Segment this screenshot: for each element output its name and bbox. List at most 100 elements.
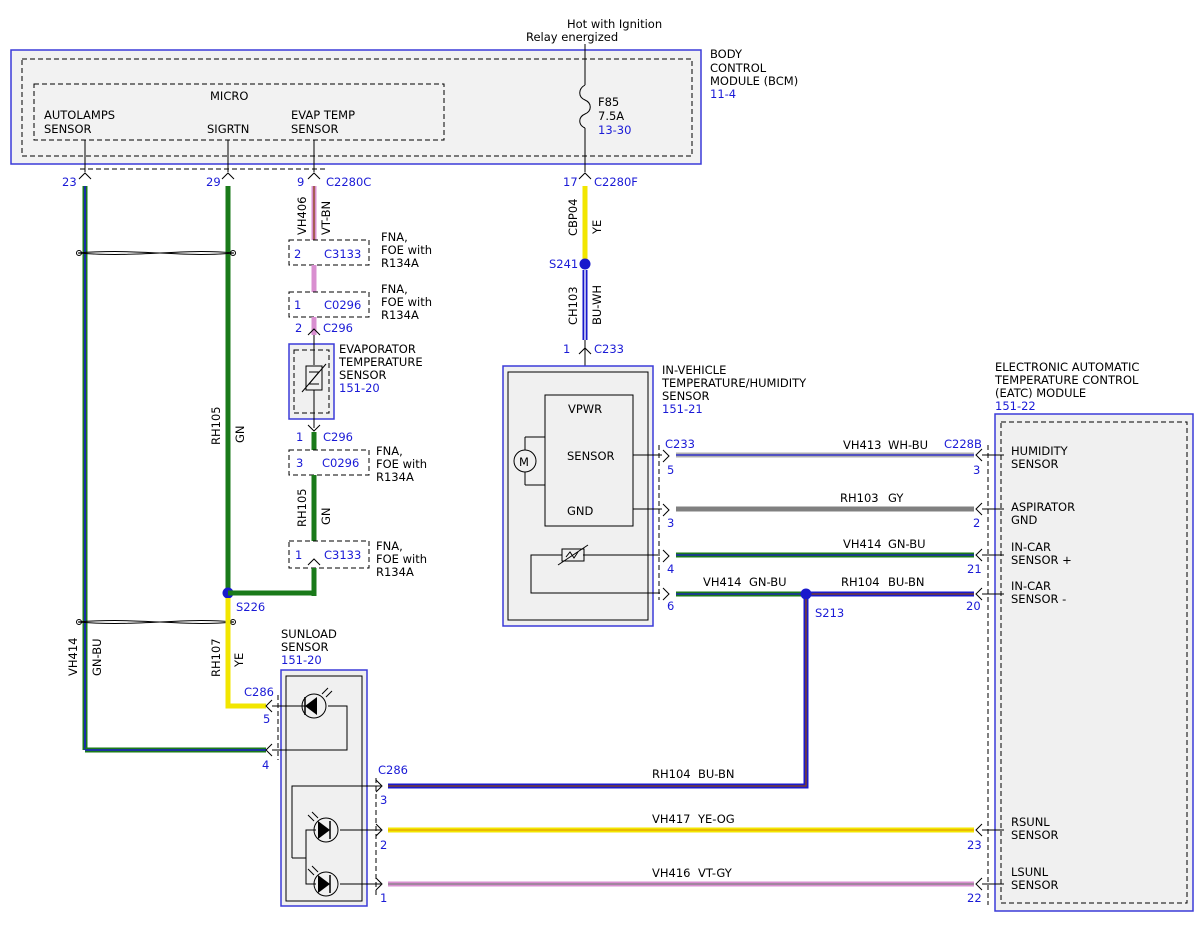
c3133-bot-id: C3133	[324, 548, 361, 562]
eatc-name-line1: ELECTRONIC AUTOMATIC	[995, 360, 1139, 374]
eatc-incar-minus-line2: SENSOR -	[1011, 592, 1066, 606]
wire-rh105-color: GN	[233, 425, 247, 443]
twisted-pair-marker-bottom	[76, 619, 236, 625]
c0296-bot-note1: FNA,	[376, 444, 403, 458]
sunload-pin-2: 2	[380, 838, 387, 852]
micro-label: MICRO	[210, 89, 248, 103]
inline-c3133-bottom	[288, 540, 370, 569]
wire-vh414-left	[82, 186, 266, 753]
ivth-pin-3: 3	[667, 516, 674, 530]
fuse-name: F85	[598, 95, 619, 109]
wire-rh105b-color: GN	[319, 507, 333, 525]
autolamps-label-line1: AUTOLAMPS	[44, 108, 115, 122]
eatc-module-box	[994, 413, 1194, 912]
wire-vh413-color: WH-BU	[888, 438, 928, 452]
ivth-vpwr: VPWR	[568, 402, 602, 416]
wire-vh414-left-color: GN-BU	[90, 638, 104, 676]
sunload-name-line1: SUNLOAD	[281, 627, 337, 641]
eatc-lsunl-line1: LSUNL	[1011, 865, 1049, 879]
bcm-ref: 11-4	[710, 87, 736, 101]
photodiode-lower2-icon	[307, 865, 339, 897]
inline-c3133-top	[288, 239, 370, 266]
pin-arrow-icon	[307, 172, 321, 180]
sunload-sensor-box	[280, 669, 368, 907]
wire-rh104-b-color: BU-BN	[698, 767, 735, 781]
wire-vh417-label: VH417	[652, 812, 690, 826]
c0296-bot-id: C0296	[322, 456, 359, 470]
c3133-top-note2: FOE with	[381, 243, 432, 257]
c3133-bot-note3: R134A	[376, 565, 414, 579]
bcm-conn-c2280f: C2280F	[594, 175, 638, 189]
sunload-pin-5: 5	[263, 712, 270, 726]
pin-arrow-icon	[221, 172, 235, 180]
thermistor-icon	[301, 363, 327, 393]
eatc-pin-22: 22	[967, 891, 982, 905]
c3133-top-pin: 2	[294, 247, 301, 261]
ivth-inner-box	[544, 394, 634, 527]
ivth-name-line3: SENSOR	[662, 389, 710, 403]
autolamps-label-line2: SENSOR	[44, 122, 92, 136]
evap-name-line1: EVAPORATOR	[339, 342, 416, 356]
wire-rh103-label: RH103	[840, 491, 879, 505]
splice-s226-label: S226	[236, 600, 265, 614]
bcm-pin-17: 17	[563, 175, 578, 189]
pin-arrow-icon	[307, 424, 321, 432]
pin-arrow-icon	[78, 172, 92, 180]
wire-vh414-left-label: VH414	[66, 638, 80, 676]
wire-vh416-label: VH416	[652, 866, 690, 880]
twisted-pair-marker-top	[76, 250, 236, 256]
splice-s213-label: S213	[815, 606, 844, 620]
eatc-humidity-line2: SENSOR	[1011, 457, 1059, 471]
sunload-pin-1: 1	[380, 891, 387, 905]
wire-rh103-color: GY	[888, 491, 904, 505]
bcm-name-line2: CONTROL	[710, 61, 767, 75]
ivth-pin-4: 4	[667, 562, 674, 576]
c3133-bot-note2: FOE with	[376, 552, 427, 566]
eatc-pin-2: 2	[973, 516, 980, 530]
fuse-rating: 7.5A	[598, 109, 624, 123]
bcm-pin-29: 29	[206, 175, 221, 189]
bcm-conn-c2280c: C2280C	[326, 175, 371, 189]
c3133-bot-note1: FNA,	[376, 539, 403, 553]
evap-bot-conn: C296	[323, 430, 353, 444]
photodiode-lower1-icon	[307, 811, 339, 843]
wire-vh414-s-color: GN-BU	[749, 575, 787, 589]
c0296-top-note2: FOE with	[381, 295, 432, 309]
c3133-top-id: C3133	[324, 247, 361, 261]
bcm-pin-arrows	[78, 172, 592, 180]
wire-rh105b-label: RH105	[295, 488, 309, 527]
c3133-top-note3: R134A	[381, 256, 419, 270]
eatc-conn: C228B	[944, 437, 982, 451]
ivth-name-line1: IN-VEHICLE	[662, 363, 726, 377]
motor-icon	[513, 436, 545, 486]
wire-vh416-color: VT-GY	[698, 866, 733, 880]
evap-name-line3: SENSOR	[339, 368, 387, 382]
eatc-pin-23: 23	[967, 838, 982, 852]
c0296-bot-pin: 3	[296, 456, 303, 470]
evap-top-conn: C296	[323, 321, 353, 335]
eatc-incar-plus-line1: IN-CAR	[1011, 540, 1051, 554]
wire-rh107-label: RH107	[209, 638, 223, 677]
wire-rh105-label: RH105	[209, 406, 223, 445]
c0296-top-pin: 1	[294, 298, 301, 312]
c0296-top-id: C0296	[324, 298, 361, 312]
wire-cbp04-color: YE	[590, 220, 604, 235]
ivth-sensor: SENSOR	[567, 449, 615, 463]
fuse-f85-icon	[579, 84, 591, 129]
splice-s213	[800, 588, 812, 600]
eatc-aspirator-line2: GND	[1011, 513, 1038, 527]
eatc-name-line3: (EATC) MODULE	[995, 386, 1086, 400]
wire-vh406-label: VH406	[295, 197, 309, 235]
ivth-top-pin: 1	[563, 342, 570, 356]
ivth-gnd: GND	[567, 504, 594, 518]
eatc-lsunl-line2: SENSOR	[1011, 878, 1059, 892]
eatc-pin-21: 21	[967, 562, 982, 576]
sigrtn-label: SIGRTN	[207, 122, 249, 136]
wire-rh107	[225, 598, 266, 709]
wire-cbp04-label: CBP04	[566, 199, 580, 237]
c0296-top-note1: FNA,	[381, 282, 408, 296]
photodiode-upper-icon	[301, 687, 333, 719]
sunload-upper-circuit	[265, 699, 348, 757]
eatc-pin-20: 20	[966, 599, 981, 613]
ivth-sensor-box	[502, 365, 654, 627]
